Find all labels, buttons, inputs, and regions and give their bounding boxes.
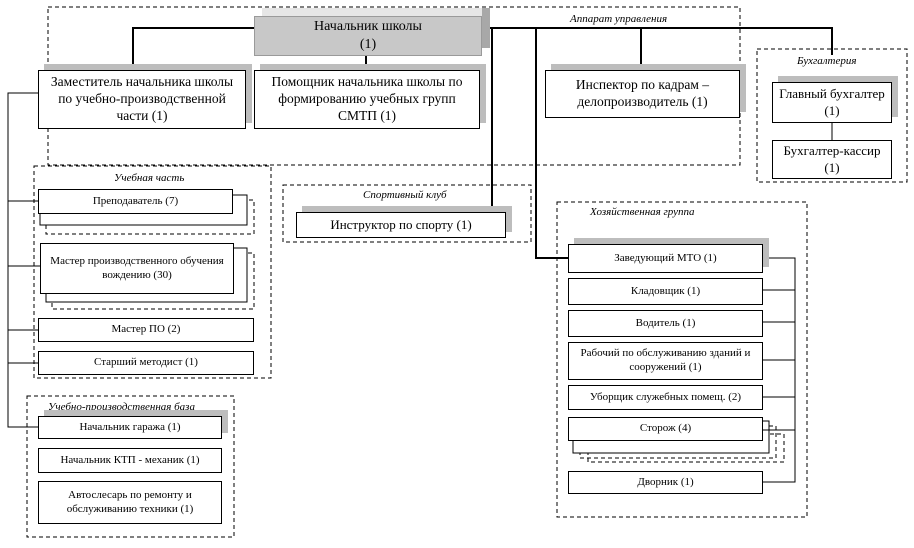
sport-instructor-box: Инструктор по спорту (1) <box>296 212 506 238</box>
ktp-head-box: Начальник КТП - механик (1) <box>38 448 222 473</box>
accounting-group-label: Бухгалтерия <box>794 55 860 67</box>
methodist-box: Старший методист (1) <box>38 351 254 375</box>
sport-group-frame <box>282 184 532 243</box>
janitor-box: Дворник (1) <box>568 471 763 494</box>
management-group-label: Аппарат управления <box>567 13 671 25</box>
cashier-box: Бухгалтер-кассир (1) <box>772 140 892 179</box>
household-group-frame <box>556 201 808 518</box>
head-title: Начальник школы <box>314 19 422 34</box>
education-group-frame <box>33 165 272 379</box>
teacher-box: Преподаватель (7) <box>38 189 233 214</box>
sport-group-label: Спортивный клуб <box>360 189 450 201</box>
deputy-trunk <box>7 92 38 428</box>
guard-box: Сторож (4) <box>568 417 763 441</box>
education-group-label: Учебная часть <box>111 172 188 184</box>
chief-accountant-box: Главный бухгалтер (1) <box>772 82 892 123</box>
head-count: (1) <box>359 37 377 52</box>
household-group-label: Хозяйственная группа <box>587 206 698 218</box>
mto-head-box: Заведующий МТО (1) <box>568 244 763 273</box>
line-to-household <box>535 28 568 259</box>
maintenance-worker-box: Рабочий по обслуживанию зданий и сооруже… <box>568 342 763 380</box>
hr-inspector-box: Инспектор по кадрам – делопроизводитель … <box>545 70 740 118</box>
base-group-frame <box>26 395 235 538</box>
driving-instructor-box: Мастер производственного обучения вожден… <box>40 243 234 294</box>
garage-head-box: Начальник гаража (1) <box>38 416 222 439</box>
line-head-to-accounting <box>482 27 833 56</box>
head-of-school-box: Начальник школы (1) <box>254 16 482 56</box>
head-box-top-face <box>262 8 490 16</box>
auto-mechanic-box: Автослесарь по ремонту и обслуживанию те… <box>38 481 222 524</box>
accounting-group-frame <box>756 48 908 183</box>
assistant-box: Помощник начальника школы по формировани… <box>254 70 480 129</box>
master-po-box: Мастер ПО (2) <box>38 318 254 342</box>
deputy-box: Заместитель начальника школы по учебно-п… <box>38 70 246 129</box>
line-head-to-deputy <box>132 27 254 70</box>
cleaner-box: Уборщик служебных помещ. (2) <box>568 385 763 410</box>
driver-box: Водитель (1) <box>568 310 763 337</box>
base-group-label: Учебно-производственная база <box>45 401 198 413</box>
head-box-side-face <box>482 8 490 48</box>
storekeeper-box: Кладовщик (1) <box>568 278 763 305</box>
household-right-rail <box>763 257 796 483</box>
